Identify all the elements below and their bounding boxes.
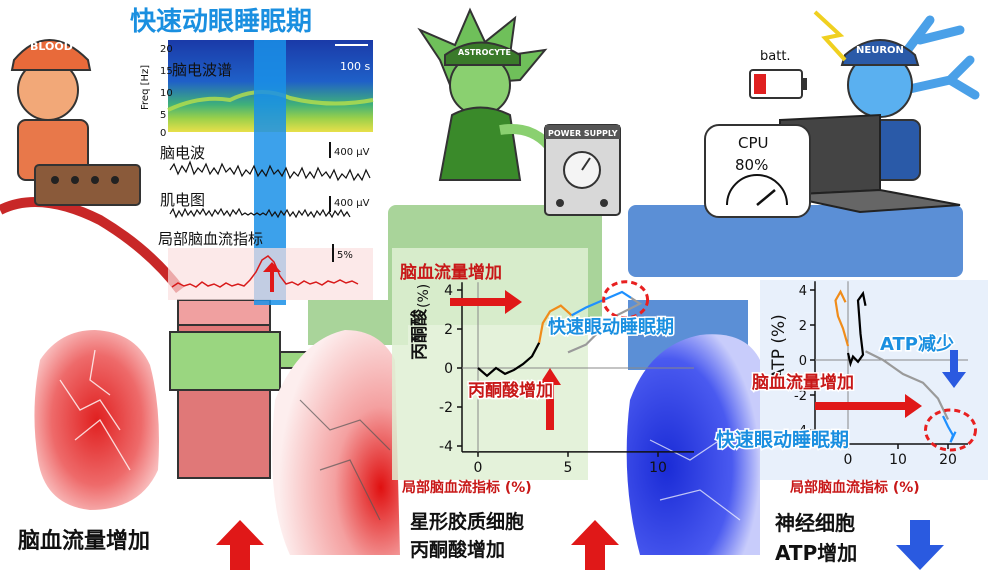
- pyr-ylabel: 丙酮酸: [409, 308, 430, 360]
- eeg-trace: [169, 160, 371, 182]
- cbf-scale: 5%: [337, 250, 353, 261]
- pyr-ytick-label: 2: [444, 322, 453, 338]
- spectrogram-ylabel: Freq [Hz]: [140, 65, 151, 110]
- pyr-xtick-label: 0: [474, 460, 483, 476]
- red-up-arrow-pyruvate: [571, 520, 619, 570]
- pyruvate-plot: 4 2 0 -2 -4 0 5 10 丙酮酸(%) 局部脑血流指标 (%) 脑血流量增加快速眼动睡眠…: [392, 248, 694, 496]
- bottom-astro-line2: 丙酮酸增加: [410, 538, 505, 561]
- atp-decrease-annotation: ATP减少: [880, 333, 954, 355]
- atp-cbf-annotation: 脑血流量增加: [752, 372, 854, 393]
- red-up-arrow-cbf: [216, 520, 264, 570]
- atp-ytick-label: 4: [799, 284, 807, 299]
- bottom-neuron-line1: 神经细胞: [775, 511, 855, 535]
- pyr-ytick-label: 4: [444, 283, 453, 299]
- battery-label: batt.: [760, 49, 791, 64]
- neuron-bg-block: [628, 205, 963, 277]
- power-supply: POWER SUPPLY: [544, 124, 621, 216]
- atp-xtick-label: 0: [844, 452, 853, 468]
- astrocyte-cap-label: ASTROCYTE: [458, 48, 511, 57]
- blood-vessel: [169, 299, 311, 479]
- pyr-rem-annotation: 快速眼动睡眠期: [548, 316, 674, 338]
- spec-ytick: 15: [160, 66, 173, 77]
- pyr-pyruvate-annotation: 丙酮酸增加: [468, 380, 553, 401]
- emg-trace: [169, 207, 351, 219]
- emg-scale: 400 μV: [334, 198, 370, 209]
- battery-icon: batt.: [749, 49, 807, 99]
- spec-ytick: 5: [160, 110, 166, 121]
- cbf-trace: [171, 255, 359, 288]
- spec-ytick: 20: [160, 44, 173, 55]
- pyr-series-baseline: [477, 342, 541, 378]
- pyr-rem-circle: [602, 280, 650, 320]
- eeg-label: 脑电波: [160, 144, 205, 162]
- astrocyte-character: ASTROCYTE: [417, 7, 552, 181]
- figure-title: 快速动眼睡眠期: [130, 7, 312, 37]
- pyr-series-post: [567, 296, 643, 354]
- cpu-label: CPU: [738, 134, 769, 152]
- brain-map-blue: [626, 334, 760, 555]
- atp-xtick-label: 20: [939, 452, 957, 468]
- brain-map-red: [34, 330, 159, 510]
- blue-down-arrow-atp: [896, 520, 944, 570]
- atp-ytick-label: 0: [799, 354, 807, 369]
- pyr-xlabel: 局部脑血流指标 (%): [402, 479, 532, 496]
- bottom-cbf-label: 脑血流量增加: [18, 528, 150, 554]
- brain-map-astro: [272, 330, 400, 555]
- pyr-cbf-arrow: [450, 290, 522, 314]
- pyr-series-rising: [538, 304, 573, 343]
- atp-ylabel: ATP (%): [769, 314, 789, 380]
- cbf-label: 局部脑血流指标: [158, 230, 263, 248]
- spectrogram-scalebar: 100 s: [340, 60, 370, 73]
- atp-decrease-arrow: [942, 350, 966, 388]
- atp-series-rising: [834, 289, 850, 347]
- pyr-ytick-label: 0: [444, 361, 453, 377]
- atp-cbf-arrow: [815, 394, 922, 418]
- atp-series-post: [865, 350, 949, 420]
- atp-ytick-label: 2: [799, 319, 807, 334]
- atp-xtick-label: 10: [889, 452, 907, 468]
- neuron-cap-label: NEURON: [856, 45, 904, 56]
- spec-ytick: 10: [160, 88, 173, 99]
- atp-series-rem: [942, 415, 957, 443]
- emg-label: 肌电图: [160, 191, 205, 209]
- cpu-value: 80%: [735, 156, 768, 174]
- mixer-console: [34, 164, 141, 206]
- pyr-pyruvate-arrow: [539, 368, 561, 430]
- atp-rem-circle: [924, 408, 977, 452]
- lightning-icon: [813, 10, 847, 62]
- atp-series-baseline: [846, 290, 867, 368]
- atp-xlabel: 局部脑血流指标 (%): [790, 479, 920, 496]
- pyr-xtick-label: 5: [564, 460, 573, 476]
- pyr-xtick-label: 10: [649, 460, 667, 476]
- cpu-gauge: CPU 80%: [704, 124, 811, 218]
- pyr-ytick-label: -4: [439, 439, 453, 455]
- spec-ytick: 0: [160, 128, 166, 139]
- bottom-neuron-line2: ATP增加: [775, 541, 857, 565]
- blood-character: BLOOD: [0, 39, 184, 294]
- eeg-scale: 400 μV: [334, 147, 370, 158]
- atp-ytick-label: -4: [794, 424, 807, 439]
- pyr-ylabel-unit: (%): [416, 284, 432, 308]
- bottom-astro-line1: 星形胶质细胞: [410, 510, 524, 533]
- blood-cap-label: BLOOD: [30, 40, 73, 53]
- power-supply-label: POWER SUPPLY: [548, 129, 618, 138]
- atp-ytick-label: -2: [794, 389, 807, 404]
- spectrogram-label: 脑电波谱: [172, 61, 232, 79]
- cbf-up-arrow: [263, 262, 281, 292]
- eeg-panel: 100 s 脑电波谱 Freq [Hz] 20 15 10 5 0 脑电波 40…: [140, 40, 374, 305]
- pyr-ytick-label: -2: [439, 400, 453, 416]
- atp-rem-annotation: 快速眼动睡眠期: [716, 428, 849, 451]
- pyr-cbf-annotation: 脑血流量增加: [400, 262, 502, 283]
